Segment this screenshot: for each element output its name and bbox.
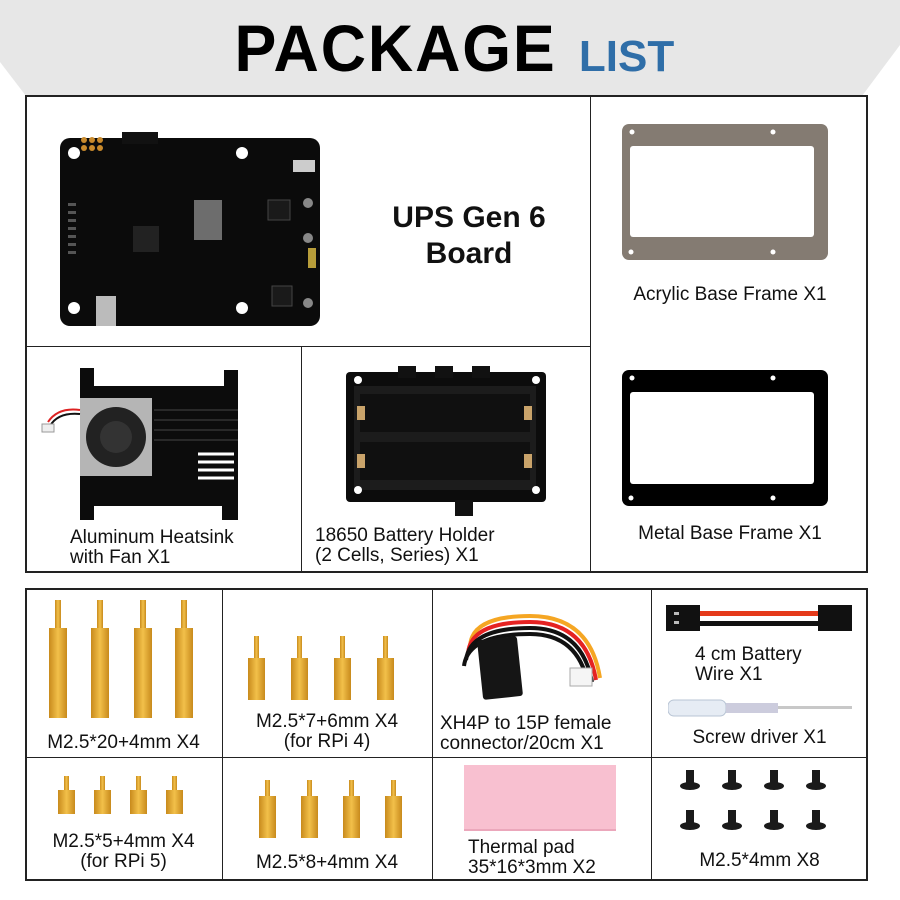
screwdriver-icon: [668, 699, 852, 717]
thermal-pad-label: Thermal pad 35*16*3mm X2: [468, 837, 596, 878]
screws-label: M2.5*4mm X8: [699, 850, 820, 871]
sata-cable-label: XH4P to 15P female connector/20cm X1: [440, 713, 612, 754]
divider: [25, 346, 591, 347]
standoff-icon: [248, 636, 394, 700]
divider: [651, 588, 652, 881]
title-main: PACKAGE: [234, 11, 557, 85]
sata-cable-icon: [462, 613, 602, 700]
divider: [25, 757, 868, 758]
standoff-20-label: M2.5*20+4mm X4: [47, 732, 200, 753]
heatsink-fan-icon: [41, 368, 238, 520]
battery-holder-icon: [346, 366, 546, 516]
standoff-5-label: M2.5*5+4mm X4 (for RPi 5): [52, 831, 195, 872]
battery-wire-icon: [666, 605, 852, 631]
standoff-7-label: M2.5*7+6mm X4 (for RPi 4): [255, 711, 399, 752]
battery-wire-label: 4 cm Battery Wire X1: [695, 644, 802, 685]
heatsink-label: Aluminum Heatsink with Fan X1: [70, 527, 234, 568]
thermal-pad-icon: [464, 765, 616, 831]
metal-frame-icon: [622, 370, 828, 506]
header-banner: [0, 0, 900, 96]
page-title: PACKAGE LIST: [0, 10, 900, 86]
title-accent: LIST: [578, 32, 675, 81]
divider: [222, 588, 223, 881]
metal-frame-label: Metal Base Frame X1: [638, 523, 822, 544]
standoff-8-label: M2.5*8+4mm X4: [255, 852, 399, 873]
battery-holder-label: 18650 Battery Holder (2 Cells, Series) X…: [315, 525, 495, 566]
pcb-board-icon: [60, 132, 320, 326]
divider: [432, 588, 433, 881]
standoff-icon: [49, 600, 193, 718]
divider: [590, 95, 591, 573]
ups-board-label: UPS Gen 6 Board: [392, 201, 546, 270]
bottom-section: [25, 588, 868, 881]
divider: [301, 346, 302, 573]
screw-icon: [680, 770, 826, 830]
standoff-icon: [259, 780, 402, 838]
acrylic-frame-label: Acrylic Base Frame X1: [633, 284, 827, 305]
standoff-icon: [58, 776, 183, 814]
screwdriver-label: Screw driver X1: [692, 727, 827, 748]
acrylic-frame-icon: [622, 124, 828, 260]
